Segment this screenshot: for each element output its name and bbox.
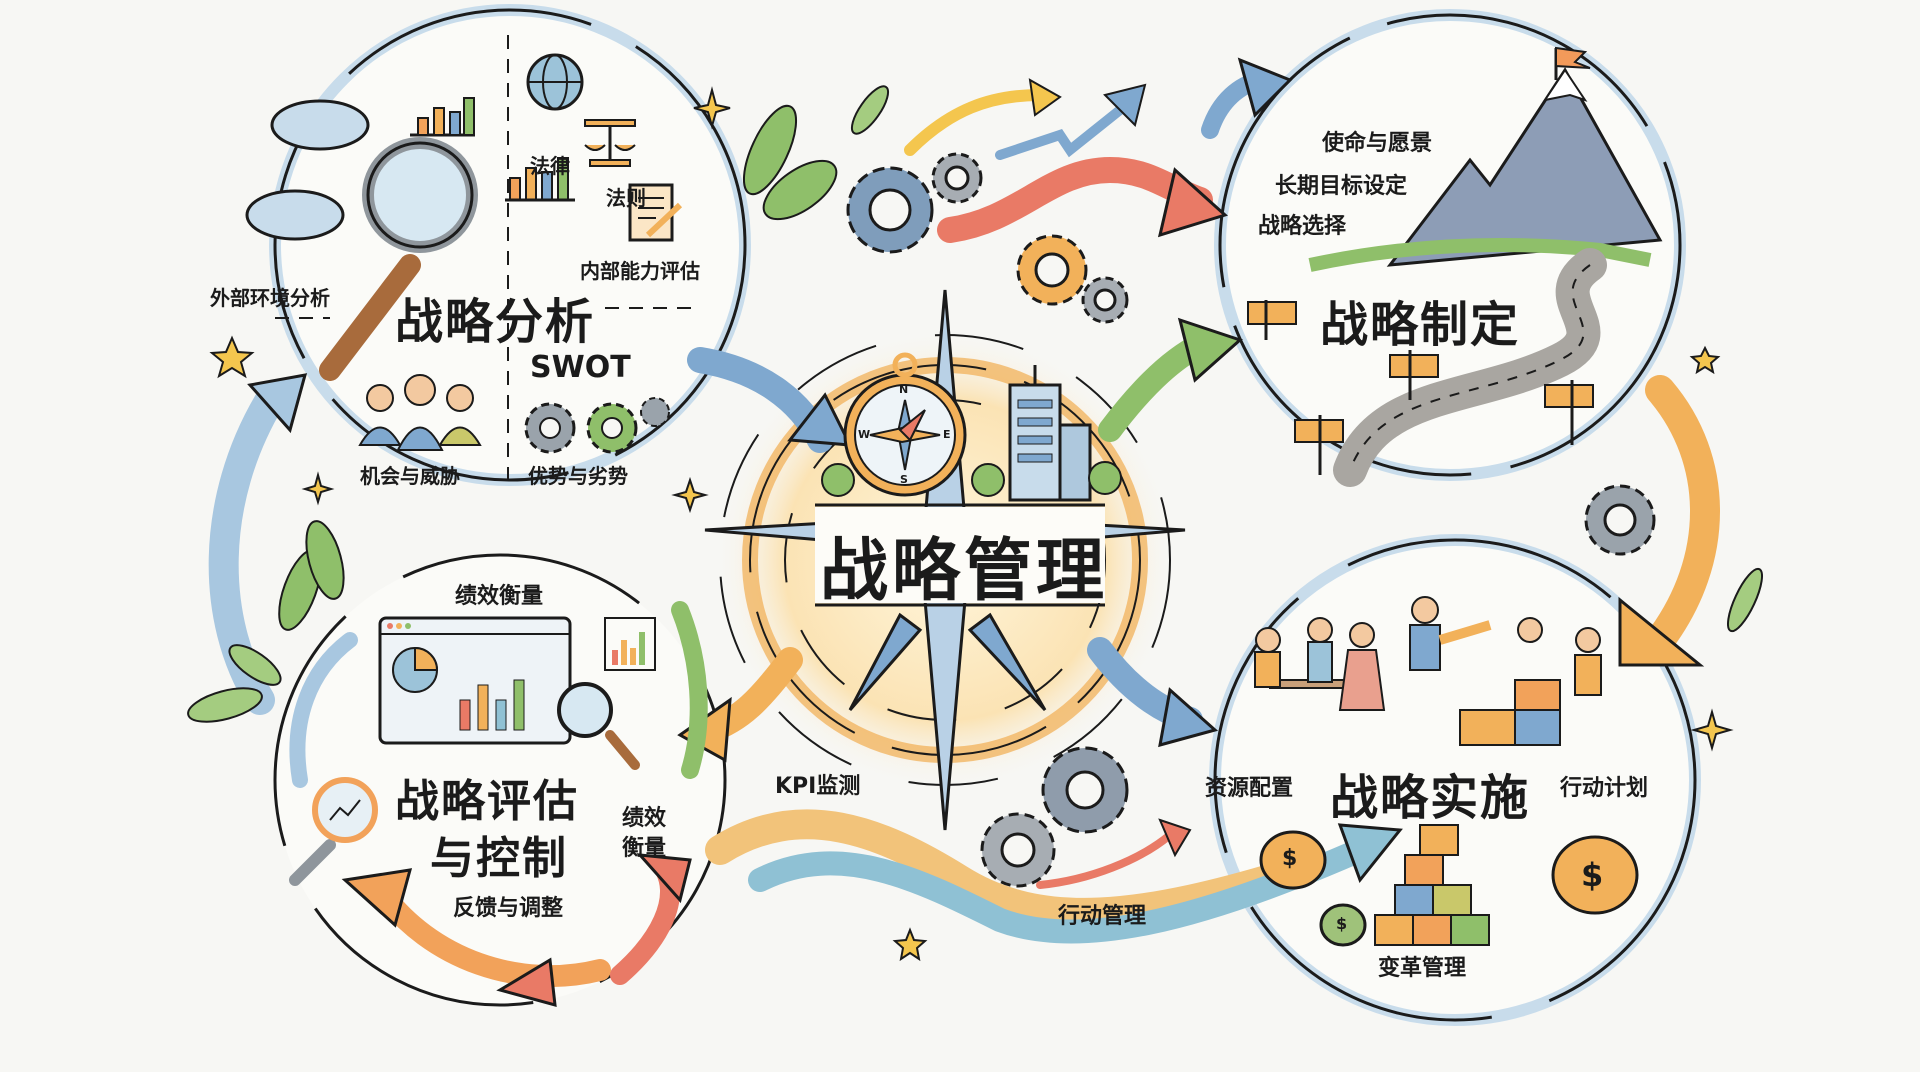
center-title: 战略管理 bbox=[820, 532, 1109, 611]
action-management-label: 行动管理 bbox=[1058, 904, 1147, 929]
leaf-icons bbox=[187, 85, 1763, 723]
document-pencil-icon bbox=[628, 183, 683, 242]
magnifier-small-icon bbox=[289, 682, 640, 886]
implementation-title: 战略实施 bbox=[1330, 770, 1531, 826]
strengths-weaknesses-label: 优势与劣势 bbox=[528, 464, 628, 488]
building-icon bbox=[821, 365, 1122, 502]
dashboard-window-icon bbox=[378, 616, 572, 745]
scales-of-justice-icon bbox=[584, 119, 636, 167]
dollar-sign-large: $ bbox=[1581, 856, 1604, 894]
gear-icon-action-small bbox=[980, 812, 1056, 888]
bottom-wave-orange bbox=[705, 809, 1315, 928]
magnifying-glass-icon bbox=[319, 137, 478, 381]
dollar-sign-small: $ bbox=[1282, 846, 1298, 871]
signpost-icons bbox=[1247, 300, 1594, 475]
cloud-icon bbox=[245, 99, 370, 241]
mini-bar-chart-icon bbox=[604, 617, 656, 671]
mountain-flag-icon bbox=[1308, 46, 1663, 272]
compass-n-label: N bbox=[899, 383, 909, 396]
compass-icon bbox=[843, 352, 967, 497]
gear-icon-gray bbox=[931, 152, 983, 204]
kpi-monitoring-label: KPI监测 bbox=[775, 774, 861, 799]
rules-label: 法则 bbox=[606, 186, 646, 210]
feedback-arrow-orange bbox=[369, 879, 611, 987]
globe-icon bbox=[526, 53, 584, 111]
block-pyramid-icon bbox=[1374, 824, 1490, 946]
bottom-wave-blue bbox=[748, 838, 1372, 944]
external-env-label: 外部环境分析 bbox=[210, 286, 330, 310]
opportunities-threats-label: 机会与威胁 bbox=[360, 464, 460, 488]
winding-road-icon bbox=[1333, 248, 1607, 487]
strategy-choice-label: 战略选择 bbox=[1258, 214, 1347, 239]
people-group-icon bbox=[358, 374, 482, 451]
gear-icon-action-large bbox=[1041, 746, 1129, 834]
gear-icon-blue bbox=[846, 166, 934, 254]
evaluation-title-line2: 与控制 bbox=[430, 833, 568, 884]
law-label: 法律 bbox=[530, 154, 570, 178]
flow-arrow-center-to-formulation bbox=[1098, 333, 1212, 442]
flow-arrow-top-red bbox=[937, 156, 1213, 243]
internal-capability-label: 内部能力评估 bbox=[580, 259, 700, 283]
action-plan-label: 行动计划 bbox=[1560, 776, 1649, 801]
performance-side-line1: 绩效 bbox=[622, 806, 667, 831]
analysis-circle bbox=[269, 4, 751, 486]
change-management-label: 变革管理 bbox=[1378, 956, 1467, 981]
swot-label: SWOT bbox=[530, 350, 631, 385]
bar-chart-icon bbox=[410, 97, 575, 202]
performance-measure-top-label: 绩效衡量 bbox=[455, 584, 544, 609]
gear-icon-orange bbox=[1016, 234, 1088, 306]
money-bag-icon bbox=[1259, 830, 1639, 947]
gear-icon-right bbox=[1584, 484, 1656, 556]
star-icons bbox=[209, 86, 1734, 962]
swot-gears-icon bbox=[524, 397, 670, 454]
feedback-adjust-label: 反馈与调整 bbox=[453, 896, 564, 921]
team-working-icon bbox=[1254, 596, 1602, 746]
analysis-title: 战略分析 bbox=[395, 294, 596, 350]
performance-side-line2: 衡量 bbox=[622, 836, 667, 861]
evaluation-title-line1: 战略评估 bbox=[395, 776, 579, 827]
gear-icon-small-gray bbox=[1081, 276, 1129, 324]
compass-w-label: W bbox=[858, 428, 871, 441]
compass-e-label: E bbox=[943, 428, 951, 441]
long-term-goals-label: 长期目标设定 bbox=[1275, 174, 1408, 199]
dollar-sign-green: $ bbox=[1336, 914, 1348, 933]
resource-allocation-label: 资源配置 bbox=[1205, 776, 1294, 801]
mission-vision-label: 使命与愿景 bbox=[1322, 131, 1433, 156]
flow-arrow-formulation-to-implementation bbox=[1645, 375, 1720, 655]
formulation-title: 战略制定 bbox=[1320, 297, 1521, 353]
compass-s-label: S bbox=[900, 473, 908, 486]
